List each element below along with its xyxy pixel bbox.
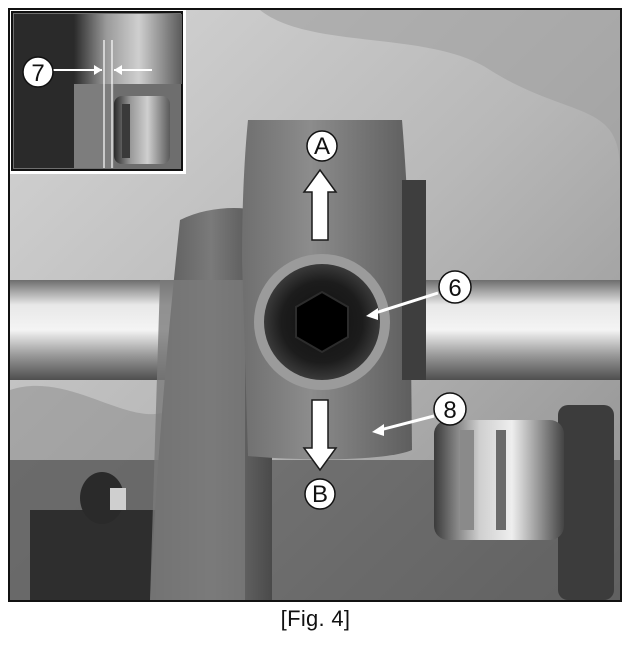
arrow-down-b (302, 399, 338, 472)
figure-caption: [Fig. 4] (280, 606, 351, 631)
background-stain (260, 10, 620, 170)
lower-bracket (30, 510, 170, 600)
callout-b: B (304, 478, 336, 510)
callout-b-label: B (312, 481, 328, 508)
right-roller-band (460, 430, 474, 530)
callout-6: 6 (366, 270, 472, 320)
arrow-up-a (302, 168, 338, 241)
right-roller-band (496, 430, 506, 530)
callout-a-label: A (314, 133, 330, 160)
callout-6-label: 6 (448, 275, 461, 302)
nut-shape (80, 472, 124, 524)
callout-7-label: 7 (31, 60, 44, 87)
photo-illustration: A B 6 8 (10, 10, 620, 600)
bolt-shape (110, 488, 126, 510)
inset-detail: 7 (10, 10, 186, 174)
callout-8-label: 8 (443, 397, 456, 424)
block-right-side (402, 180, 426, 380)
callout-a: A (306, 130, 338, 162)
hub-flange (150, 280, 245, 600)
right-roller-disc (558, 405, 614, 600)
hex-socket (295, 290, 349, 354)
callout-8: 8 (372, 392, 467, 436)
photo-figure: A B 6 8 (8, 8, 622, 602)
